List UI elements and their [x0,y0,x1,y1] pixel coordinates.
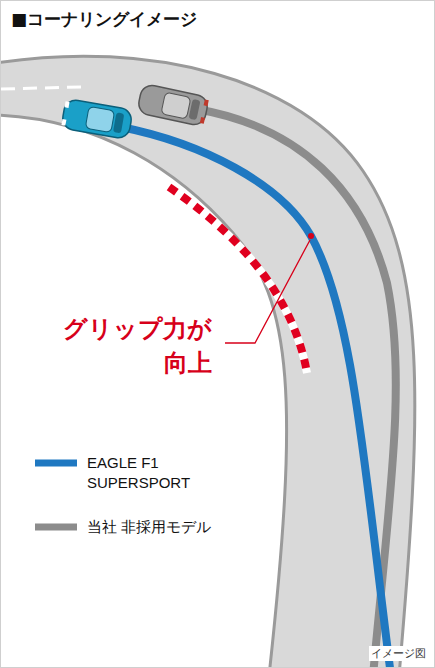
road [1,56,415,668]
legend-swatch [35,460,77,467]
legend-label: EAGLE F1 SUPERSPORT [87,453,217,492]
image-note: イメージ図 [369,646,428,661]
curb-stripes [169,187,307,373]
lane-marking [1,87,81,89]
leader-line [225,240,310,343]
curb [169,187,307,373]
callout-text: グリップ力が 向上 [60,313,212,380]
legend-swatch [35,524,77,531]
legend-label: 当社 非採用モデル [87,517,217,537]
title: ■コーナリングイメージ [11,8,197,31]
grey-car [137,83,210,126]
blue-line [121,127,391,668]
leader-dot [308,233,314,239]
blue-car [61,98,133,139]
grey-line [196,109,396,668]
